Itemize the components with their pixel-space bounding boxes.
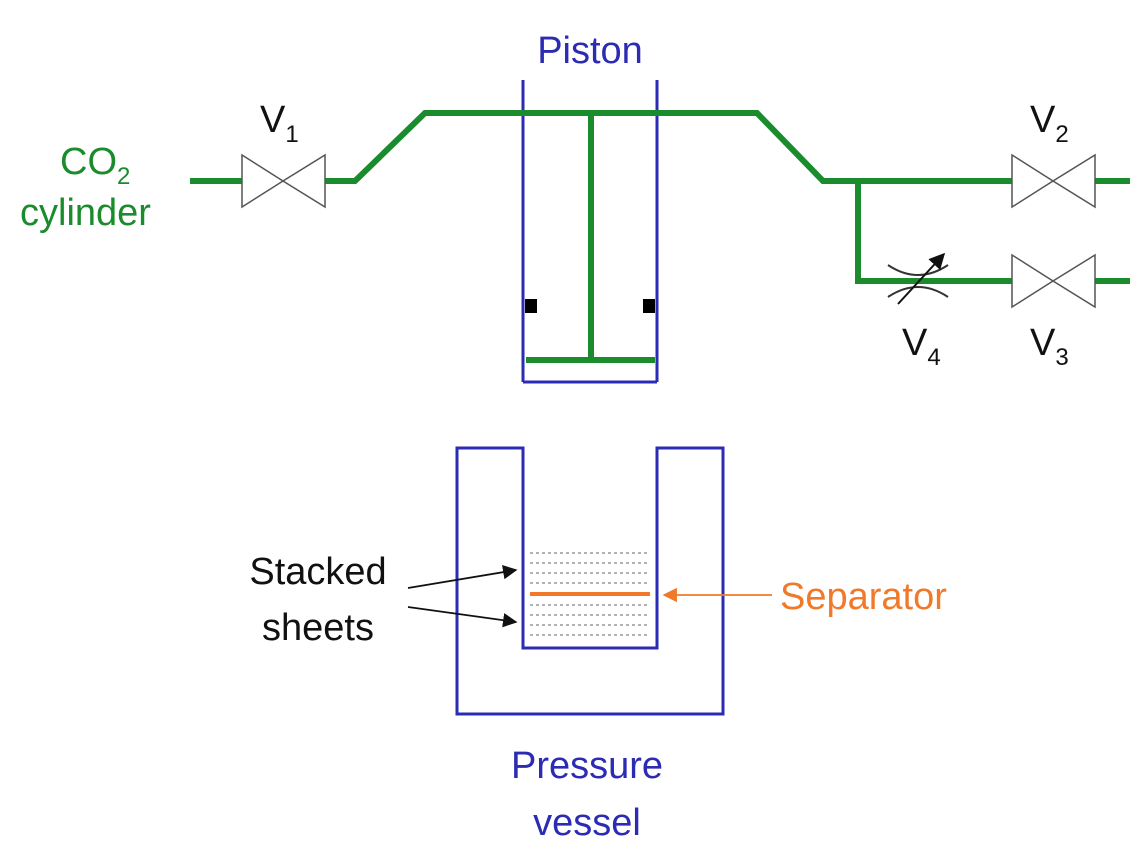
piston-cylinder: [521, 80, 659, 384]
valve-v3-label: V3: [1030, 322, 1069, 371]
pipe-bypass-branch: [855, 181, 1012, 284]
stacked-sheets-label-line2: sheets: [262, 607, 374, 649]
pressure-vessel: [455, 446, 725, 716]
stacked-sheets-arrow-upper: [407, 565, 518, 589]
stacked-sheets-arrow-lower: [407, 606, 518, 628]
valve-v1-icon: [241, 153, 326, 209]
valve-v2-label: V2: [1030, 99, 1069, 148]
throttle-valve-v4-icon: [887, 252, 949, 305]
valve-v2-icon: [1011, 153, 1096, 209]
stacked-sheets: [530, 552, 650, 636]
piston-label: Piston: [537, 30, 643, 72]
valve-v1-label: V1: [260, 99, 299, 148]
pipeline: [190, 110, 1130, 363]
piston-seal-left-icon: [525, 299, 537, 313]
pressure-vessel-label: Pressure: [511, 745, 663, 787]
stacked-sheets-label: Stacked: [249, 551, 386, 593]
separator-label: Separator: [780, 576, 947, 618]
valve-v3-icon: [1011, 253, 1096, 309]
pipe-main-run: [325, 110, 1012, 184]
valve-v4-label: V4: [902, 322, 941, 371]
co2-cylinder-label-line2: cylinder: [20, 192, 151, 234]
co2-cylinder-label: CO2: [60, 141, 130, 190]
pressure-vessel-label-line2: vessel: [533, 802, 641, 844]
piston-seal-right-icon: [643, 299, 655, 313]
